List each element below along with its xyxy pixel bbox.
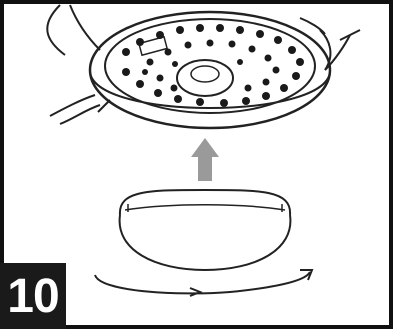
step-number: 10	[0, 263, 66, 329]
led-dot-icon	[196, 24, 204, 32]
ceiling-fixture-icon	[47, 5, 360, 128]
led-dot-icon	[122, 68, 130, 76]
led-dot-icon	[288, 46, 296, 54]
led-dot-icon	[142, 69, 148, 75]
led-dot-icon	[136, 80, 144, 88]
led-dot-icon	[265, 55, 272, 62]
led-dot-icon	[156, 31, 164, 39]
led-dot-icon	[249, 46, 256, 53]
led-dot-icon	[292, 72, 300, 80]
led-dot-icon	[216, 24, 224, 32]
led-dot-icon	[154, 89, 162, 97]
led-dot-icon	[196, 98, 204, 106]
led-dot-icon	[165, 49, 172, 56]
led-dot-icon	[220, 99, 228, 107]
led-dot-icon	[176, 26, 184, 34]
led-dot-icon	[122, 48, 130, 56]
led-dot-icon	[280, 84, 288, 92]
led-dot-icon	[174, 95, 182, 103]
rotation-arrow-icon	[95, 270, 312, 296]
led-dot-icon	[185, 42, 192, 49]
led-dot-icon	[296, 58, 304, 66]
led-dot-icon	[274, 36, 282, 44]
led-dot-icon	[147, 59, 154, 66]
led-dot-icon	[237, 59, 243, 65]
led-dot-icon	[262, 92, 270, 100]
led-dot-icon	[207, 40, 214, 47]
led-dot-icon	[256, 30, 264, 38]
led-dot-icon	[171, 85, 178, 92]
led-dot-icon	[136, 38, 144, 46]
led-dot-icon	[263, 79, 270, 86]
led-dot-icon	[273, 67, 280, 74]
led-dot-icon	[245, 85, 252, 92]
led-dot-icon	[172, 61, 178, 67]
led-dot-icon	[242, 97, 250, 105]
led-dot-icon	[157, 75, 164, 82]
dome-cover-icon	[120, 190, 291, 270]
up-arrow-icon	[191, 138, 219, 181]
led-dot-icon	[229, 41, 236, 48]
led-dot-icon	[236, 26, 244, 34]
